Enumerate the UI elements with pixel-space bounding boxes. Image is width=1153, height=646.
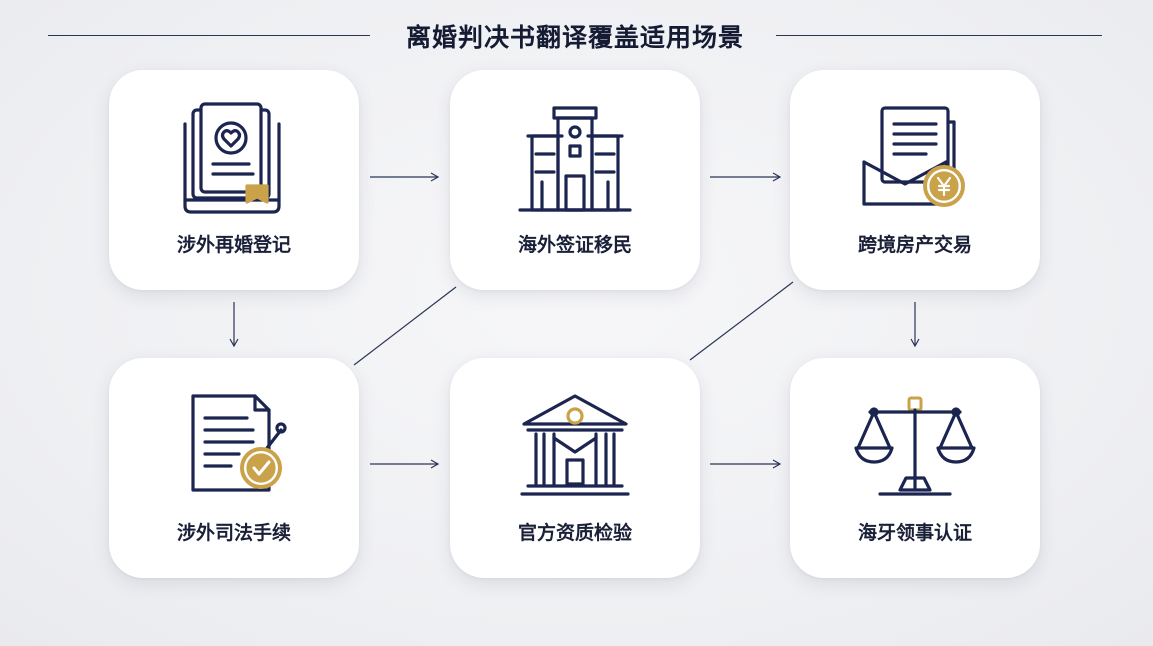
document-envelope-yuan-icon (850, 102, 980, 222)
government-building-icon (510, 102, 640, 222)
card-label: 官方资质检验 (517, 522, 632, 544)
card-official-qualification-inspection: 官方资质检验 (450, 358, 700, 578)
card-cross-border-property: 跨境房产交易 (790, 70, 1040, 290)
card-label: 海外签证移民 (517, 234, 632, 256)
card-label: 海牙领事认证 (857, 522, 972, 544)
card-foreign-judicial-procedures: 涉外司法手续 (109, 358, 359, 578)
scales-of-justice-icon (850, 390, 980, 510)
card-hague-consular-authentication: 海牙领事认证 (790, 358, 1040, 578)
official-institution-building-icon (510, 390, 640, 510)
page-title: 离婚判决书翻译覆盖适用场景 (405, 23, 744, 52)
diagonal-card2-to-card4 (353, 286, 457, 366)
card-overseas-visa-immigration: 海外签证移民 (450, 70, 700, 290)
title-left-rule (48, 35, 370, 36)
diagonal-card3-to-card5 (689, 281, 794, 361)
card-label: 涉外司法手续 (176, 522, 291, 544)
title-right-rule (776, 35, 1102, 36)
header: 离婚判决书翻译覆盖适用场景 (0, 12, 1153, 60)
document-checkmark-seal-icon (169, 390, 299, 510)
marriage-certificate-book-icon (169, 102, 299, 222)
card-remarriage-registration: 涉外再婚登记 (109, 70, 359, 290)
card-label: 跨境房产交易 (857, 234, 972, 256)
card-label: 涉外再婚登记 (176, 234, 291, 256)
